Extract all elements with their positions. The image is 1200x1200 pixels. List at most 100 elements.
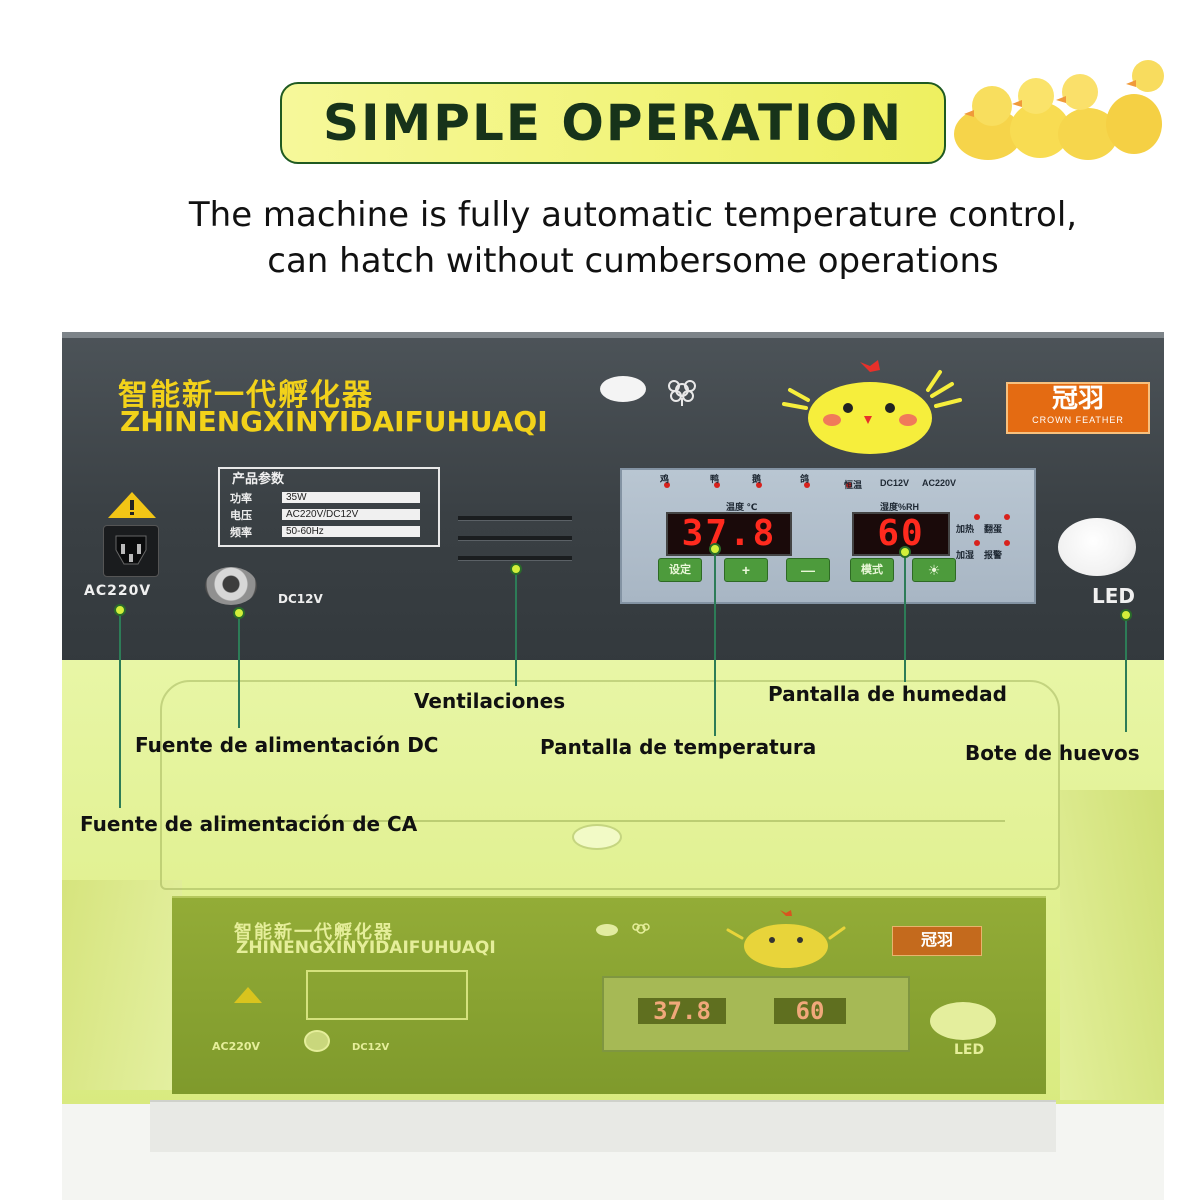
dc-power-jack[interactable] bbox=[205, 567, 257, 605]
side-label: 报警 bbox=[984, 550, 1003, 560]
callout-dot bbox=[510, 563, 522, 575]
spec-row: 电压 AC220V/DC12V bbox=[220, 506, 438, 523]
humidity-caption: 湿度%RH bbox=[880, 502, 920, 512]
led-label: LED bbox=[1092, 584, 1136, 608]
callout-dc-power: Fuente de alimentación DC bbox=[135, 733, 439, 757]
side-label: 翻蛋 bbox=[984, 524, 1003, 534]
chick-logo-icon bbox=[782, 360, 962, 454]
ac-label: AC220V bbox=[84, 583, 152, 599]
status-label: 鸭 bbox=[710, 474, 720, 484]
mode-button[interactable]: 模式 bbox=[850, 558, 894, 582]
flower-icon bbox=[632, 923, 650, 934]
body-side bbox=[62, 880, 182, 1090]
status-led bbox=[846, 482, 852, 488]
status-label: 鸡 bbox=[660, 474, 670, 484]
callout-humidity-display: Pantalla de humedad bbox=[768, 682, 1007, 706]
status-led bbox=[804, 482, 810, 488]
status-label: 鸽 bbox=[800, 474, 810, 484]
callout-line bbox=[119, 614, 121, 808]
logo-english: CROWN FEATHER bbox=[1032, 415, 1124, 425]
subtitle: The machine is fully automatic temperatu… bbox=[100, 192, 1166, 284]
reflection-temperature: 37.8 bbox=[638, 998, 726, 1024]
status-led bbox=[714, 482, 720, 488]
socket-icon bbox=[115, 535, 147, 565]
status-label: AC220V bbox=[922, 478, 957, 488]
vent-slot bbox=[458, 536, 572, 541]
vent-slot bbox=[458, 556, 572, 561]
crown-feather-logo: 冠羽 CROWN FEATHER bbox=[1006, 382, 1150, 434]
callout-egg-lamp: Bote de huevos bbox=[965, 741, 1140, 765]
vent-hole bbox=[572, 824, 622, 850]
lid-edge bbox=[215, 820, 1005, 870]
incubator-base bbox=[150, 1100, 1056, 1152]
status-label: DC12V bbox=[880, 478, 910, 488]
reflection-brand-chinese: 智能新一代孵化器 bbox=[234, 922, 394, 943]
callout-dot bbox=[899, 546, 911, 558]
led-candling-lamp[interactable] bbox=[1058, 518, 1136, 576]
callout-temperature-display: Pantalla de temperatura bbox=[540, 735, 817, 759]
spec-value: 50-60Hz bbox=[282, 526, 420, 537]
reflection-led-label: LED bbox=[954, 1042, 985, 1058]
callout-vents: Ventilaciones bbox=[414, 689, 566, 713]
callout-line bbox=[515, 570, 517, 686]
status-led bbox=[974, 540, 980, 546]
plus-button[interactable]: + bbox=[724, 558, 768, 582]
callout-line bbox=[714, 550, 716, 736]
warning-icon bbox=[108, 492, 156, 518]
spec-value: 35W bbox=[282, 492, 420, 503]
spec-value: AC220V/DC12V bbox=[282, 509, 420, 520]
temperature-display: 37.8 bbox=[666, 512, 792, 556]
reflection-brand-pinyin: ZHINENGXINYIDAIFUHUAQI bbox=[236, 938, 496, 958]
reflection-dc-jack bbox=[304, 1030, 330, 1052]
status-led bbox=[1004, 514, 1010, 520]
status-led bbox=[756, 482, 762, 488]
minus-button[interactable]: — bbox=[786, 558, 830, 582]
status-led bbox=[1004, 540, 1010, 546]
warning-icon bbox=[234, 987, 262, 1003]
set-button[interactable]: 设定 bbox=[658, 558, 702, 582]
reflection-logo: 冠羽 bbox=[892, 926, 982, 956]
brand-pinyin: ZHINENGXINYIDAIFUHUAQI bbox=[120, 405, 548, 438]
logo-chinese: 冠羽 bbox=[1051, 384, 1104, 414]
ac-power-socket[interactable] bbox=[103, 525, 159, 577]
subtitle-line-2: can hatch without cumbersome operations bbox=[267, 241, 999, 281]
temp-caption: 温度 ℃ bbox=[726, 502, 758, 512]
status-led bbox=[974, 514, 980, 520]
callout-dot bbox=[709, 543, 721, 555]
callout-dot bbox=[114, 604, 126, 616]
reflection-spec-label bbox=[306, 970, 468, 1020]
callout-dot bbox=[233, 607, 245, 619]
spec-key: 功率 bbox=[230, 492, 252, 505]
spec-key: 电压 bbox=[230, 509, 252, 522]
subtitle-line-1: The machine is fully automatic temperatu… bbox=[188, 195, 1078, 235]
callout-line bbox=[238, 616, 240, 728]
status-label: 恒温 bbox=[844, 480, 863, 490]
callout-dot bbox=[1120, 609, 1132, 621]
reflection-dc-label: DC12V bbox=[352, 1042, 390, 1053]
reflection-ac-label: AC220V bbox=[212, 1040, 261, 1053]
spec-row: 频率 50-60Hz bbox=[220, 523, 438, 540]
spec-label: 产品参数 功率 35W 电压 AC220V/DC12V 频率 50-60Hz bbox=[218, 467, 440, 547]
brand-chinese: 智能新一代孵化器 bbox=[118, 378, 374, 413]
side-label: 加热 bbox=[956, 524, 975, 534]
light-button[interactable]: ☀ bbox=[912, 558, 956, 582]
dc-label: DC12V bbox=[278, 592, 323, 606]
status-label: 鹅 bbox=[752, 474, 762, 484]
ducklings-image bbox=[954, 60, 1164, 160]
spec-title: 产品参数 bbox=[232, 471, 285, 486]
lid-outline bbox=[160, 680, 1060, 890]
reflection-humidity: 60 bbox=[774, 998, 846, 1024]
spec-row: 功率 35W bbox=[220, 489, 438, 506]
title-banner: SIMPLE OPERATION bbox=[280, 82, 946, 164]
page-title: SIMPLE OPERATION bbox=[322, 94, 904, 152]
vent-slot bbox=[458, 516, 572, 521]
chick-logo-icon bbox=[726, 910, 846, 968]
body-side bbox=[1060, 790, 1164, 1100]
reflection-control-panel bbox=[602, 976, 910, 1052]
reflection-led-lamp bbox=[930, 1002, 996, 1040]
reflection-indicator bbox=[596, 924, 618, 936]
callout-line bbox=[904, 554, 906, 682]
status-led bbox=[664, 482, 670, 488]
callout-line bbox=[1125, 616, 1127, 732]
side-label: 加湿 bbox=[956, 550, 975, 560]
